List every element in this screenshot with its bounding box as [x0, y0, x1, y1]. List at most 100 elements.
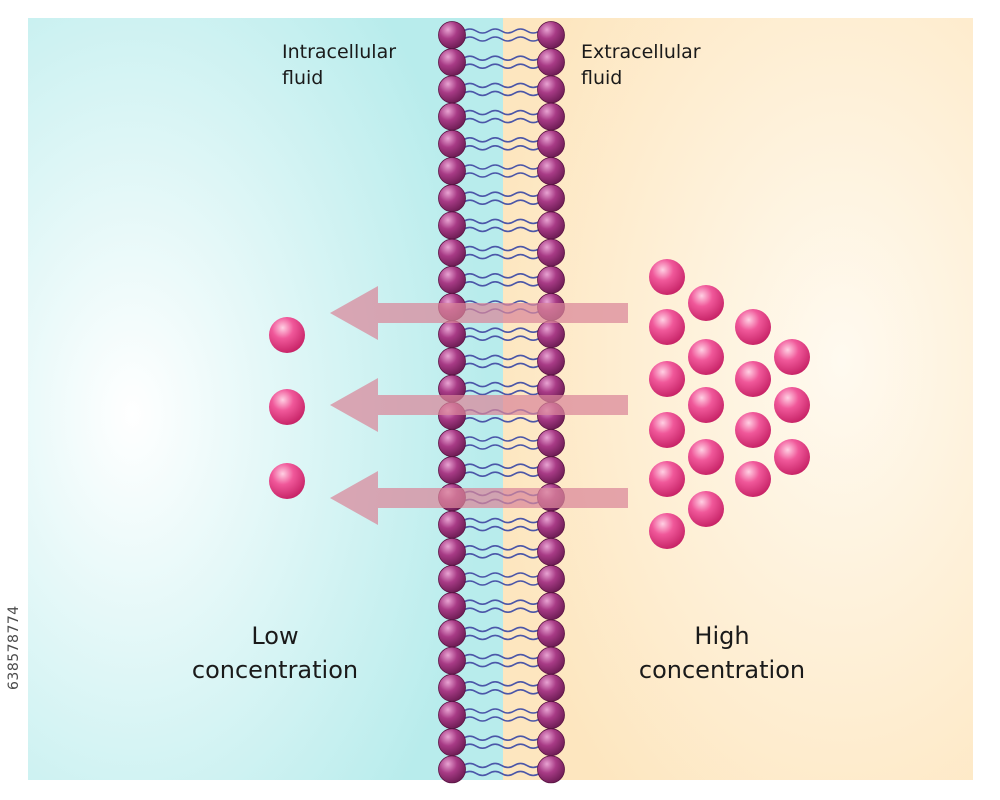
lipid-tail [463, 63, 540, 69]
lipid-tail [463, 362, 540, 369]
phospholipid-head [438, 673, 466, 702]
lipid-tail [463, 273, 540, 279]
phospholipid-head [438, 701, 466, 729]
lipid-tail [463, 762, 540, 769]
phospholipid-head [438, 755, 466, 784]
solute-molecule [688, 285, 724, 321]
phospholipid-head [537, 21, 565, 49]
phospholipid-head [438, 129, 466, 158]
lipid-tail [463, 417, 540, 423]
phospholipid-head [537, 102, 565, 131]
lipid-tail [463, 253, 540, 260]
lipid-tail [463, 164, 540, 170]
lipid-tail [463, 517, 540, 524]
solute-molecule [649, 309, 685, 345]
phospholipid-head [537, 510, 565, 539]
phospholipid-head [438, 48, 466, 77]
diffusion-arrow [330, 286, 628, 340]
lipid-tail [463, 580, 540, 586]
lipid-tail [463, 109, 540, 116]
phospholipid-head [438, 75, 466, 104]
solute-molecule [688, 439, 724, 475]
phospholipid-head [438, 265, 466, 294]
lipid-tail [463, 199, 540, 205]
intracellular-label-line1: Intracellular [282, 41, 397, 63]
lipid-tail [463, 28, 540, 34]
phospholipid-head [537, 320, 565, 349]
phospholipid-head [438, 184, 466, 213]
solute-molecule [269, 317, 305, 353]
lipid-tail [463, 117, 540, 124]
lipid-tail [463, 389, 540, 396]
high-label-line1: High [694, 622, 750, 650]
low-concentration-molecules [269, 317, 305, 499]
diffusion-arrows [330, 286, 628, 525]
phospholipid-head [537, 347, 565, 376]
lipid-tail [463, 191, 540, 197]
solute-molecule [735, 309, 771, 345]
lipid-tail [463, 354, 540, 361]
high-concentration-label: High concentration [622, 620, 822, 687]
solute-molecule [649, 361, 685, 397]
lipid-tail [463, 708, 540, 714]
lipid-tail [463, 716, 540, 722]
lipid-tail [463, 145, 540, 151]
extracellular-label-line1: Extracellular [581, 41, 701, 63]
phospholipid-head [438, 619, 466, 648]
phospholipid-head [537, 755, 565, 784]
lipid-tail [463, 463, 540, 469]
lipid-tail [463, 626, 540, 633]
solute-molecule [774, 339, 810, 375]
phospholipid-head [438, 646, 466, 675]
lipid-tail [463, 553, 540, 559]
phospholipid-head [537, 592, 565, 621]
solute-molecule [269, 389, 305, 425]
lipid-tail [463, 381, 540, 388]
phospholipid-head [537, 565, 565, 593]
low-label-line2: concentration [191, 655, 359, 684]
low-label-line1: Low [251, 622, 299, 650]
phospholipid-head [438, 429, 466, 457]
solute-molecule [649, 412, 685, 448]
lipid-tail [463, 218, 540, 225]
phospholipid-head [537, 129, 565, 158]
solute-molecule [735, 412, 771, 448]
phospholipid-head [537, 619, 565, 648]
lipid-tail [463, 245, 540, 252]
solute-molecule [735, 461, 771, 497]
lipid-tail [463, 55, 540, 61]
lipid-tail [463, 335, 540, 341]
lipid-tail [463, 735, 540, 741]
phospholipid-head [537, 429, 565, 457]
phospholipid-head [438, 592, 466, 621]
phospholipid-head [537, 673, 565, 702]
phospholipid-head [537, 184, 565, 213]
solute-molecule [649, 259, 685, 295]
lipid-tail [463, 661, 540, 668]
lipid-tail [463, 82, 540, 89]
phospholipid-head [537, 537, 565, 566]
lipid-tail [463, 36, 540, 42]
lipid-tail [463, 226, 540, 233]
phospholipid-head [537, 48, 565, 77]
phospholipid-head [438, 157, 466, 185]
solute-molecule [774, 439, 810, 475]
lipid-tail [463, 681, 540, 687]
phospholipid-head [438, 537, 466, 566]
lipid-tail [463, 525, 540, 532]
inner-leaflet-heads [438, 21, 466, 784]
diffusion-arrow [330, 471, 628, 525]
lipid-tail [463, 281, 540, 287]
intracellular-fluid-label: Intracellular fluid [282, 40, 396, 91]
phospholipid-head [438, 211, 466, 240]
phospholipid-head [438, 238, 466, 267]
phospholipid-head [438, 728, 466, 757]
lipid-tail [463, 90, 540, 97]
diffusion-arrow [330, 378, 628, 432]
solute-molecule [735, 361, 771, 397]
lipid-tail [463, 607, 540, 613]
lipid-tail [463, 572, 540, 578]
solute-molecule [649, 461, 685, 497]
lipid-tail [463, 137, 540, 143]
